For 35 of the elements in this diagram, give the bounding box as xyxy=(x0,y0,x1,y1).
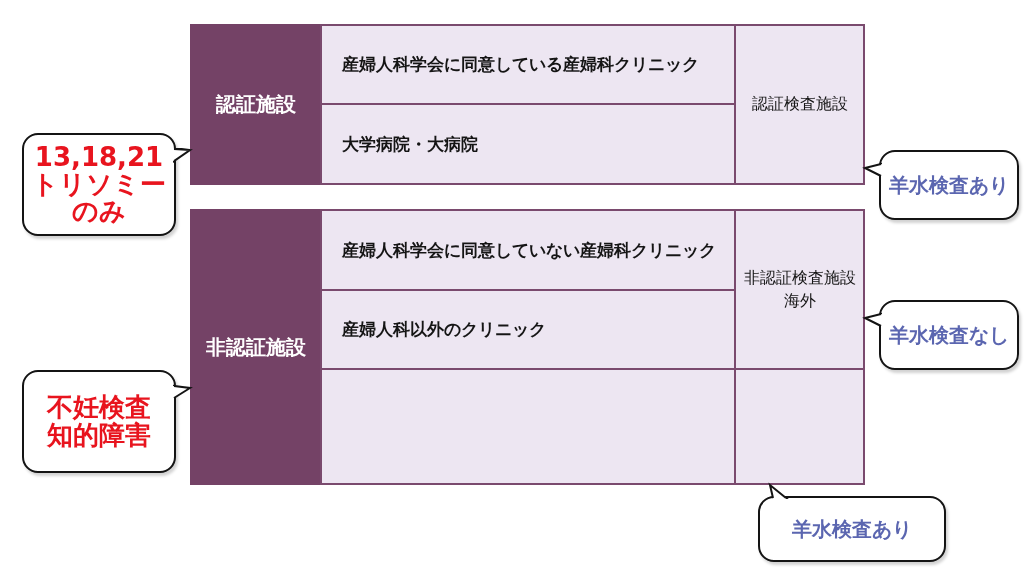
table-cell xyxy=(320,368,736,485)
table-cell xyxy=(320,289,736,370)
speech-bubble-tail xyxy=(862,312,882,328)
bubble-text: 13,18,21トリソミーのみ xyxy=(31,143,167,226)
bubble-text: 羊水検査なし xyxy=(889,321,1009,349)
category-cell xyxy=(190,209,321,485)
table-cell xyxy=(734,209,865,370)
speech-bubble-tail xyxy=(173,384,193,400)
speech-bubble xyxy=(22,370,176,473)
speech-bubble xyxy=(758,496,946,562)
cell-text: 認証検査施設 xyxy=(751,93,848,116)
cell-text: 産婦人科以外のクリニック xyxy=(342,318,546,341)
speech-bubble-tail xyxy=(862,162,882,178)
table-cell xyxy=(734,24,865,185)
category-label: 認証施設 xyxy=(215,91,296,118)
cell-text: 産婦人科学会に同意していない産婦科クリニック xyxy=(342,238,716,262)
table-cell xyxy=(320,103,736,185)
table-cell xyxy=(320,209,736,291)
cell-text: 産婦人科学会に同意している産婦科クリニック xyxy=(342,53,699,76)
bubble-text: 不妊検査 xyxy=(47,394,151,422)
cell-text: 海外 xyxy=(783,289,816,312)
category-label: 非認証施設 xyxy=(205,333,306,361)
category-cell xyxy=(190,24,321,185)
cell-text: 非認証検査施設 xyxy=(743,267,856,290)
bubble-text: 知的障害 xyxy=(47,421,151,449)
speech-bubble-tail xyxy=(173,147,193,163)
table-cell xyxy=(734,368,865,485)
speech-bubble xyxy=(879,300,1019,370)
speech-bubble xyxy=(22,133,176,236)
table-cell xyxy=(320,24,736,105)
bubble-text: 羊水検査あり xyxy=(792,515,912,543)
speech-bubble-tail xyxy=(768,482,789,499)
bubble-text: 羊水検査あり xyxy=(889,171,1009,199)
cell-text: 大学病院・大病院 xyxy=(342,132,478,156)
speech-bubble xyxy=(879,150,1019,220)
